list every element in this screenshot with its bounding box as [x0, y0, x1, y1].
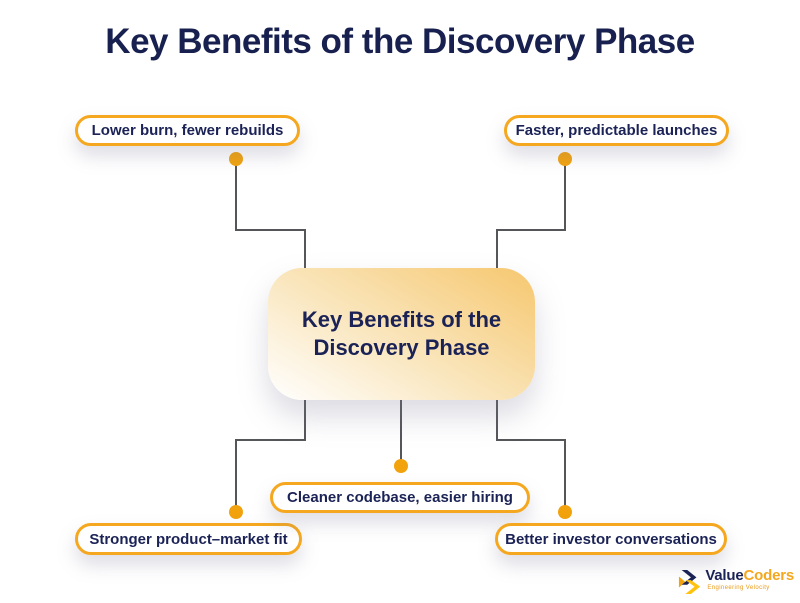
- logo-tagline: Engineering Velocity: [707, 585, 770, 591]
- logo-word-value: Value: [705, 567, 744, 584]
- benefit-pill-bottom-left: Stronger product–market fit: [75, 523, 302, 555]
- benefit-pill-top-left: Lower burn, fewer rebuilds: [75, 115, 300, 146]
- benefit-label: Cleaner codebase, easier hiring: [287, 489, 513, 506]
- benefit-label: Better investor conversations: [505, 530, 717, 548]
- valuecoders-logo-text: ValueCoders Engineering Velocity: [705, 568, 794, 592]
- node-dot-bottom-middle: [394, 459, 408, 473]
- benefit-label: Stronger product–market fit: [89, 530, 288, 548]
- benefit-pill-top-right: Faster, predictable launches: [504, 115, 729, 146]
- center-node-label-line2: Discovery Phase: [313, 335, 490, 360]
- node-dot-bottom-right: [558, 505, 572, 519]
- benefit-label: Faster, predictable launches: [515, 122, 718, 139]
- connector-top-left: [235, 160, 306, 268]
- connector-top-right: [496, 160, 566, 268]
- page-title: Key Benefits of the Discovery Phase: [105, 22, 695, 61]
- center-node: Key Benefits of the Discovery Phase: [268, 268, 535, 400]
- benefit-label: Lower burn, fewer rebuilds: [91, 122, 284, 139]
- benefit-pill-bottom-right: Better investor conversations: [495, 523, 727, 555]
- node-dot-top-right: [558, 152, 572, 166]
- valuecoders-wordmark: ValueCoders: [705, 568, 794, 584]
- logo-word-coders: Coders: [743, 567, 795, 584]
- node-dot-top-left: [229, 152, 243, 166]
- benefit-pill-bottom-middle: Cleaner codebase, easier hiring: [270, 482, 530, 513]
- center-node-label-line1: Key Benefits of the: [301, 307, 502, 332]
- node-dot-bottom-left: [229, 505, 243, 519]
- valuecoders-logo: ValueCoders Engineering Velocity: [678, 568, 794, 596]
- valuecoders-logo-icon: [679, 570, 701, 594]
